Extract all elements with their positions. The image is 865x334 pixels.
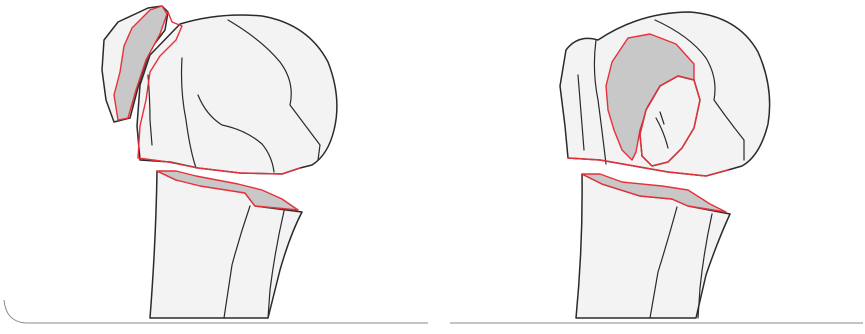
right-panel: [560, 12, 770, 318]
left-humeral-head: [137, 15, 337, 174]
left-humerus-shaft: [150, 171, 302, 318]
left-panel: [102, 6, 337, 318]
